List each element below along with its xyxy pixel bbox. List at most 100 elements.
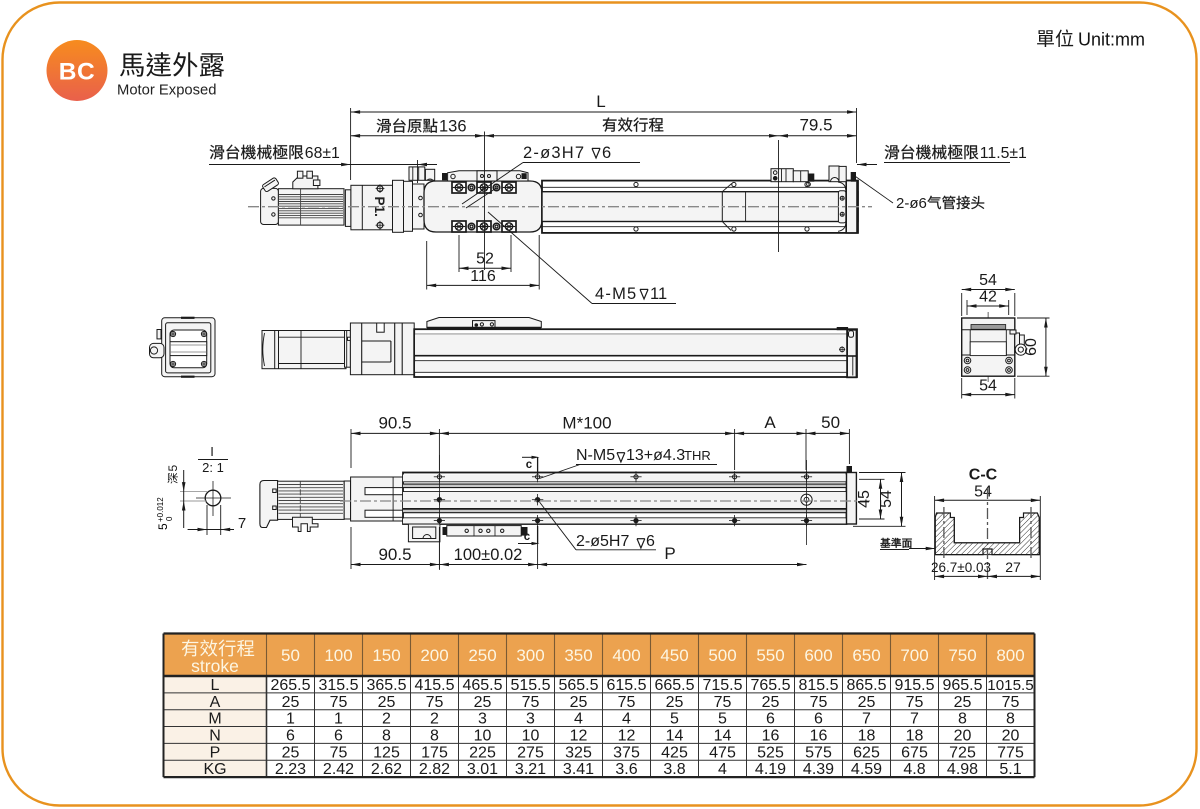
svg-text:6: 6: [814, 711, 823, 728]
svg-text:750: 750: [948, 646, 976, 665]
svg-text:650: 650: [852, 646, 880, 665]
svg-text:8: 8: [1006, 711, 1015, 728]
svg-text:79.5: 79.5: [799, 116, 832, 135]
svg-text:250: 250: [468, 646, 496, 665]
svg-text:75: 75: [330, 744, 348, 761]
svg-text:A: A: [764, 413, 776, 432]
svg-text:3: 3: [526, 711, 535, 728]
svg-text:2-ø3H7: 2-ø3H7: [523, 144, 585, 162]
svg-text:45: 45: [856, 490, 873, 508]
svg-text:P: P: [664, 544, 675, 563]
svg-text:2: 1: 2: 1: [202, 460, 224, 475]
svg-text:4.59: 4.59: [851, 761, 882, 778]
svg-text:75: 75: [714, 694, 732, 711]
svg-text:68±1: 68±1: [305, 145, 340, 162]
svg-text:42: 42: [979, 289, 997, 306]
svg-text:350: 350: [564, 646, 592, 665]
svg-text:52: 52: [476, 251, 494, 268]
svg-text:465.5: 465.5: [462, 677, 502, 694]
svg-text:L: L: [596, 92, 605, 111]
svg-text:P: P: [210, 744, 221, 761]
svg-text:575: 575: [805, 744, 832, 761]
svg-text:2.82: 2.82: [419, 761, 450, 778]
svg-text:I: I: [210, 444, 214, 459]
svg-text:25: 25: [858, 694, 876, 711]
svg-text:12: 12: [618, 727, 636, 744]
svg-text:5: 5: [718, 711, 727, 728]
svg-text:6: 6: [646, 533, 655, 550]
svg-text:700: 700: [900, 646, 928, 665]
svg-text:4: 4: [622, 711, 631, 728]
svg-text:725: 725: [949, 744, 976, 761]
svg-text:865.5: 865.5: [846, 677, 886, 694]
svg-text:3: 3: [478, 711, 487, 728]
svg-text:7: 7: [862, 711, 871, 728]
svg-text:27: 27: [1005, 559, 1021, 575]
svg-text:2-ø6: 2-ø6: [896, 195, 927, 212]
svg-text:11: 11: [650, 285, 667, 303]
svg-text:425: 425: [661, 744, 688, 761]
svg-text:965.5: 965.5: [942, 677, 982, 694]
svg-text:12: 12: [570, 727, 588, 744]
svg-text:11.5±1: 11.5±1: [980, 145, 1027, 162]
svg-text:20: 20: [1002, 727, 1020, 744]
svg-text:A: A: [210, 694, 221, 711]
svg-text:400: 400: [612, 646, 640, 665]
svg-text:14: 14: [714, 727, 732, 744]
svg-text:100: 100: [324, 646, 352, 665]
svg-text:M: M: [208, 711, 221, 728]
svg-text:7: 7: [910, 711, 919, 728]
svg-text:136: 136: [439, 118, 467, 136]
svg-text:13+ø4.3: 13+ø4.3: [626, 447, 685, 464]
svg-text:6: 6: [286, 727, 295, 744]
svg-text:M*100: M*100: [562, 414, 611, 433]
svg-text:3.41: 3.41: [563, 761, 594, 778]
svg-text:800: 800: [996, 646, 1024, 665]
svg-text:25: 25: [378, 694, 396, 711]
svg-text:16: 16: [810, 727, 828, 744]
svg-text:18: 18: [906, 727, 924, 744]
svg-text:565.5: 565.5: [558, 677, 598, 694]
svg-text:10: 10: [474, 727, 492, 744]
svg-text:25: 25: [570, 694, 588, 711]
svg-text:5.1: 5.1: [999, 761, 1021, 778]
svg-text:450: 450: [660, 646, 688, 665]
svg-text:715.5: 715.5: [702, 677, 742, 694]
svg-text:Motor Exposed: Motor Exposed: [117, 83, 217, 99]
svg-text:4.8: 4.8: [903, 761, 925, 778]
svg-text:75: 75: [330, 694, 348, 711]
svg-text:5: 5: [166, 465, 180, 472]
svg-text:N-M5: N-M5: [576, 447, 615, 464]
svg-text:75: 75: [906, 694, 924, 711]
svg-text:25: 25: [954, 694, 972, 711]
svg-text:8: 8: [958, 711, 967, 728]
svg-text:2: 2: [430, 711, 439, 728]
svg-text:550: 550: [756, 646, 784, 665]
svg-text:2.42: 2.42: [323, 761, 354, 778]
svg-text:25: 25: [762, 694, 780, 711]
svg-text:c: c: [524, 531, 531, 543]
svg-text:1: 1: [334, 711, 343, 728]
svg-text:4: 4: [574, 711, 583, 728]
svg-text:75: 75: [618, 694, 636, 711]
svg-text:1015.5: 1015.5: [987, 677, 1033, 694]
svg-text:75: 75: [1002, 694, 1020, 711]
svg-text:3.21: 3.21: [515, 761, 546, 778]
svg-text:765.5: 765.5: [750, 677, 790, 694]
svg-text:P1.: P1.: [372, 197, 387, 217]
svg-text:16: 16: [762, 727, 780, 744]
svg-text:3.01: 3.01: [467, 761, 498, 778]
svg-text:THR: THR: [684, 448, 711, 463]
svg-text:L: L: [211, 677, 220, 694]
svg-text:54: 54: [979, 272, 997, 289]
svg-text:54: 54: [979, 378, 997, 395]
svg-text:90.5: 90.5: [378, 545, 411, 564]
svg-text:6: 6: [766, 711, 775, 728]
svg-text:615.5: 615.5: [606, 677, 646, 694]
svg-text:25: 25: [666, 694, 684, 711]
svg-text:5: 5: [156, 523, 170, 530]
svg-text:265.5: 265.5: [270, 677, 310, 694]
svg-text:75: 75: [810, 694, 828, 711]
svg-text:415.5: 415.5: [414, 677, 454, 694]
svg-text:0: 0: [165, 516, 174, 521]
